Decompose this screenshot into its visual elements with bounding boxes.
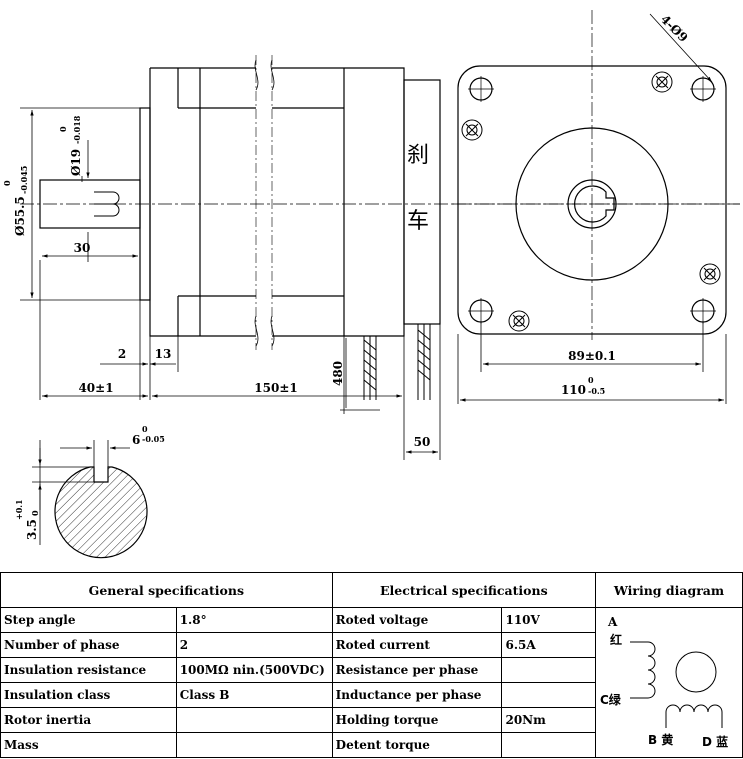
dim-key-tol-l: -0.05 — [142, 434, 165, 444]
table-row: Rotor inertia Holding torque 20Nm — [0, 707, 743, 733]
e-label: Holding torque — [331, 707, 503, 733]
dim-flange-tol-l: -0.5 — [588, 386, 605, 396]
screws — [461, 71, 721, 332]
e-value: 110V — [501, 607, 596, 633]
g-label: Mass — [0, 732, 177, 758]
dim-key-tol-u: 0 — [142, 424, 148, 434]
side-dim-text: Ø55.5 0 -0.045 Ø19 0 -0.018 30 2 13 40±1… — [2, 115, 430, 449]
g-value: Class B — [175, 682, 333, 708]
dim-body-length: 150±1 — [254, 381, 297, 395]
g-value: 2 — [175, 632, 333, 658]
table-row: Mass Detent torque — [0, 732, 743, 758]
shaft-circle-outer — [567, 179, 617, 229]
dim-cable-length: 480 — [331, 361, 345, 386]
wiring-c: C绿 — [600, 692, 622, 707]
g-label: Step angle — [0, 607, 177, 633]
g-value — [175, 732, 333, 758]
side-view — [20, 55, 740, 400]
g-value: 100MΩ nin.(500VDC) — [175, 657, 333, 683]
cable-left — [363, 336, 377, 400]
dim-key-depth-tol-l: 0 — [30, 510, 40, 516]
pilot-circle — [515, 127, 669, 281]
coil-horizontal — [665, 704, 723, 728]
dim-flange-size: 110 — [561, 383, 586, 397]
front-dimensions — [457, 13, 727, 404]
dim-shaft-tol-u: 0 — [58, 126, 68, 132]
table-row: Insulation class Class B Inductance per … — [0, 682, 743, 708]
dim-flange-tol-u: 0 — [588, 375, 594, 385]
dim-key-depth-tol-u: +0.1 — [14, 499, 24, 520]
key-section — [32, 440, 148, 559]
dim-key-depth: 3.5 — [25, 519, 39, 540]
e-value — [501, 657, 596, 683]
g-label: Insulation resistance — [0, 657, 177, 683]
dim-key-width: 6 — [132, 433, 140, 447]
front-dim-text: 4-Ø9 89±0.1 110 0 -0.5 — [561, 12, 691, 397]
g-label: Number of phase — [0, 632, 177, 658]
brake-housing — [403, 79, 441, 325]
dim-shaft-ext: 40±1 — [78, 381, 113, 395]
dim-flange-thickness: 2 — [118, 347, 126, 361]
e-label: Roted voltage — [331, 607, 503, 633]
brake-label-2: 车 — [407, 209, 429, 234]
wiring-a: A — [607, 615, 618, 629]
g-label: Insulation class — [0, 682, 177, 708]
e-label: Roted current — [331, 632, 503, 658]
spec-table: General specifications Electrical specif… — [0, 572, 743, 758]
key-dim-text: 6 0 -0.05 3.5 +0.1 0 — [14, 424, 165, 540]
dim-shaft-length: 30 — [74, 241, 91, 255]
e-label: Detent torque — [331, 732, 503, 758]
table-row: Number of phase 2 Roted current 6.5A — [0, 632, 743, 658]
mounting-holes — [468, 76, 716, 324]
e-value — [501, 682, 596, 708]
wiring-b: B 黄 — [648, 732, 673, 747]
brake-label-1: 刹 — [407, 143, 429, 168]
g-value — [175, 707, 333, 733]
dim-shaft-outer: Ø55.5 — [13, 196, 27, 236]
e-value: 20Nm — [501, 707, 596, 733]
dim-shaft-tol-l: -0.018 — [72, 115, 82, 144]
shaft-keyway — [94, 191, 120, 205]
motor-dimension-drawing: 刹 车 Ø55.5 0 -0.045 Ø19 0 -0.018 30 2 13 — [2, 10, 740, 559]
g-label: Rotor inertia — [0, 707, 177, 733]
coil-vertical — [629, 641, 656, 699]
g-value: 1.8° — [175, 607, 333, 633]
general-spec-header: General specifications — [0, 572, 333, 608]
dim-bolt-spacing: 89±0.1 — [568, 349, 616, 363]
shaft-circle-key — [574, 185, 615, 223]
dim-pilot-length: 13 — [155, 347, 172, 361]
e-value: 6.5A — [501, 632, 596, 658]
rotor-circle — [675, 651, 717, 693]
wiring-a-color: 红 — [610, 632, 622, 647]
side-dimensions — [20, 107, 441, 460]
dim-shaft-dia: Ø19 — [69, 149, 83, 176]
electrical-spec-header: Electrical specifications — [331, 572, 596, 608]
front-view — [452, 10, 740, 340]
wiring-diagram: A 红 C绿 B 黄 D 蓝 — [594, 607, 743, 758]
wiring-d: D 蓝 — [702, 734, 728, 749]
dim-shaft-outer-tol-u: 0 — [2, 180, 12, 186]
key-section-shaft — [54, 466, 148, 559]
dim-brake-length: 50 — [414, 435, 431, 449]
table-row: Step angle 1.8° Roted voltage 110V A 红 C… — [0, 607, 743, 758]
cable-right — [417, 324, 431, 400]
wiring-header: Wiring diagram — [594, 572, 743, 608]
e-value — [501, 732, 596, 758]
e-label: Inductance per phase — [331, 682, 503, 708]
dim-shaft-outer-tol-l: -0.045 — [19, 166, 29, 194]
e-label: Resistance per phase — [331, 657, 503, 683]
